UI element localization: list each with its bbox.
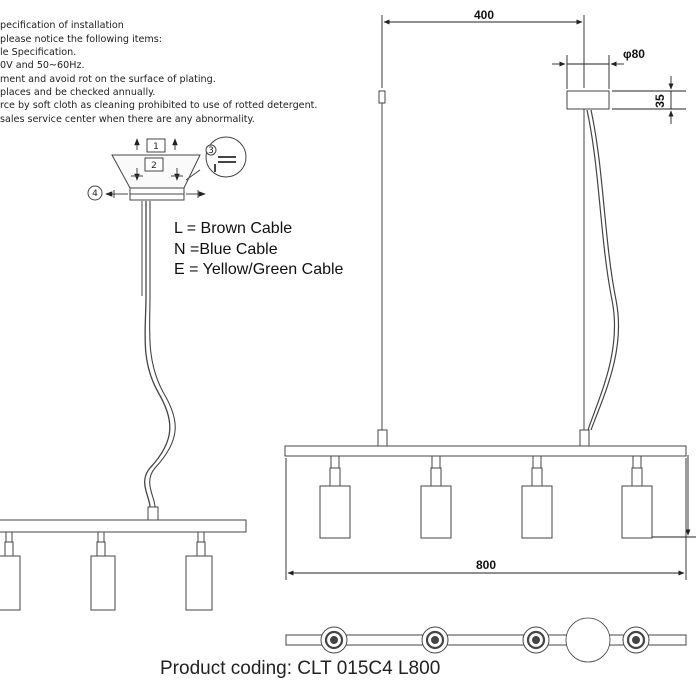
step-label: 2 [151, 161, 157, 171]
spot-head-3 [521, 455, 553, 539]
dimension-labels: 400 φ80 35 800 [474, 8, 667, 572]
top-view-head [421, 626, 449, 654]
product-coding: Product coding: CLT 015C4 L800 [160, 658, 441, 679]
step-label: 3 [208, 146, 214, 156]
step-numbers: 1 2 3 4 [92, 142, 214, 199]
legend-blue-cable: N =Blue Cable [174, 241, 278, 258]
note-line: 0V and 50~60Hz. [0, 60, 85, 71]
spot-head-4 [621, 455, 653, 539]
note-line: please notice the following items: [0, 34, 162, 45]
note-line: sales service center when there are any … [0, 114, 255, 125]
note-line: rce by soft cloth as cleaning prohibited… [0, 100, 318, 111]
legend-yellow-green-cable: E = Yellow/Green Cable [174, 261, 344, 278]
canopy-mounting-detail [0, 136, 247, 611]
spot-head-2 [420, 455, 452, 539]
note-line: places and be checked annually. [0, 87, 156, 98]
top-view-head [522, 626, 550, 654]
dimension-400: 400 [474, 8, 494, 22]
step-label: 4 [92, 189, 98, 199]
top-view-head [320, 626, 348, 654]
dimension-35: 35 [653, 94, 667, 108]
note-line: ment and avoid rot on the surface of pla… [0, 74, 216, 85]
dimension-800: 800 [476, 558, 496, 572]
front-elevation [284, 90, 687, 539]
note-line: pecification of installation [0, 20, 124, 31]
legend-brown-cable: L = Brown Cable [174, 220, 293, 237]
note-line: le Specification. [0, 47, 77, 58]
dimension-lines [285, 15, 696, 580]
spot-head-1 [319, 455, 351, 539]
step-label: 1 [153, 142, 159, 152]
top-view-head [622, 626, 650, 654]
top-view [285, 617, 687, 663]
dimension-diameter-80: φ80 [623, 47, 645, 61]
